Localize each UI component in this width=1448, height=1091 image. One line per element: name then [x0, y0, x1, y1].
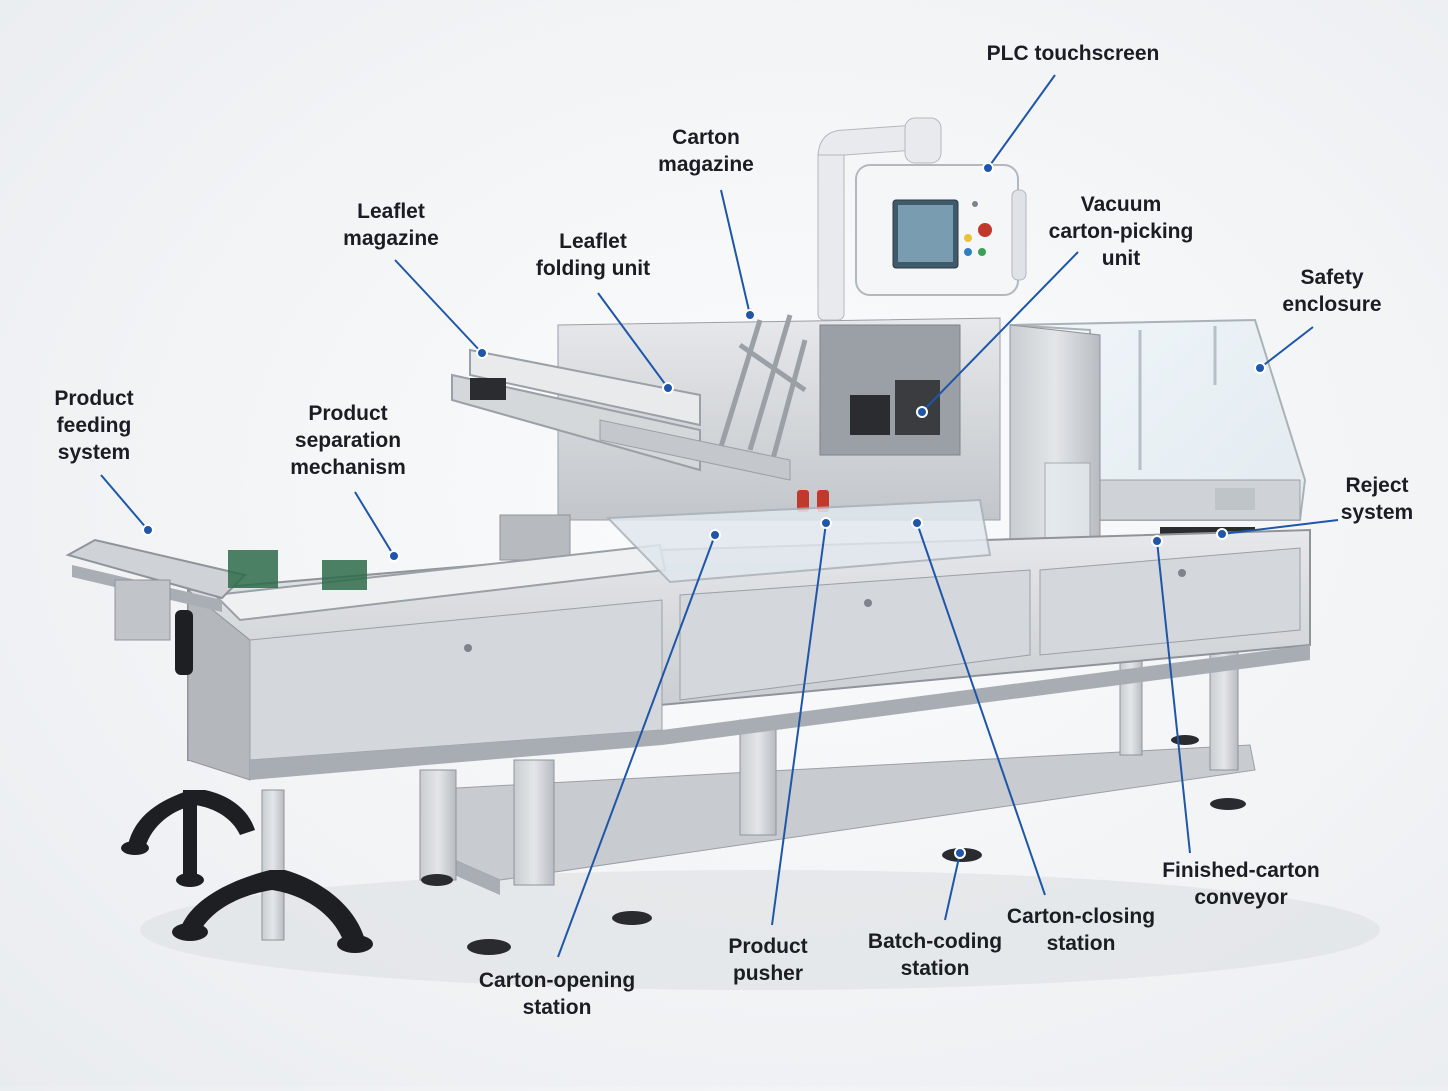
label-safety-enclosure: Safety enclosure	[1262, 264, 1402, 318]
infeed-chain	[212, 498, 992, 622]
label-line: enclosure	[1282, 293, 1382, 316]
label-line: pusher	[732, 962, 803, 985]
leader-carton-magazine	[720, 189, 756, 321]
label-reject-system: Reject system	[1323, 472, 1431, 526]
leader-carton-closing-station	[911, 517, 1046, 896]
leader-safety-enclosure	[1254, 326, 1314, 374]
label-line: conveyor	[1194, 886, 1288, 909]
label-line: Reject	[1345, 474, 1409, 497]
label-line: Carton	[672, 126, 740, 149]
label-line: Safety	[1300, 266, 1364, 289]
leaflet-chute	[451, 348, 791, 481]
leader-product-separation-mechanism	[354, 491, 400, 562]
label-line: Product	[308, 402, 388, 425]
leader-leaflet-magazine	[394, 259, 488, 359]
label-line: station	[522, 996, 592, 1019]
floor-shadow	[140, 870, 1380, 990]
infeed-conveyor	[65, 538, 367, 675]
label-product-separation-mechanism: Product separation mechanism	[273, 400, 423, 481]
label-finished-carton-conveyor: Finished-carton conveyor	[1151, 857, 1331, 911]
label-line: Carton-opening	[478, 969, 636, 992]
label-carton-opening-station: Carton-opening station	[467, 967, 647, 1021]
label-line: magazine	[343, 227, 439, 250]
label-batch-coding-station: Batch-coding station	[860, 928, 1010, 982]
label-line: carton-picking	[1048, 220, 1194, 243]
leveling-feet	[421, 735, 1246, 955]
leader-leaflet-folding-unit	[597, 292, 674, 394]
lower-frame	[261, 649, 1256, 941]
label-leaflet-magazine: Leaflet magazine	[316, 198, 466, 252]
label-line: Vacuum	[1080, 193, 1162, 216]
label-carton-closing-station: Carton-closing station	[996, 903, 1166, 957]
tripod-bases	[121, 790, 373, 953]
leader-finished-carton-conveyor	[1151, 535, 1191, 854]
label-leaflet-folding-unit: Leaflet folding unit	[513, 228, 673, 282]
label-line: magazine	[658, 153, 754, 176]
leader-vacuum-carton-picking-unit	[916, 251, 1079, 418]
leader-batch-coding-station	[944, 847, 966, 921]
label-line: separation	[294, 429, 402, 452]
label-vacuum-carton-picking-unit: Vacuum carton-picking unit	[1036, 191, 1206, 272]
leader-product-feeding-system	[100, 474, 154, 536]
leader-carton-opening-station	[557, 529, 721, 958]
label-line: station	[900, 957, 970, 980]
plc-arm	[817, 117, 942, 321]
label-line: Batch-coding	[867, 930, 1003, 953]
label-line: system	[1340, 501, 1414, 524]
leader-reject-system	[1216, 519, 1339, 540]
label-line: Leaflet	[357, 200, 425, 223]
rear-housing	[499, 317, 1001, 561]
leader-product-pusher	[771, 517, 832, 926]
label-line: Leaflet	[559, 230, 627, 253]
leader-plc-touchscreen	[982, 74, 1056, 174]
label-product-feeding-system: Product feeding system	[34, 385, 154, 466]
label-line: Product	[54, 387, 134, 410]
label-line: system	[57, 441, 131, 464]
label-line: folding unit	[535, 257, 651, 280]
plc-panel	[855, 164, 1027, 296]
label-line: Carton-closing	[1006, 905, 1156, 928]
label-carton-magazine: Carton magazine	[636, 124, 776, 178]
label-line: feeding	[56, 414, 132, 437]
label-line: mechanism	[290, 456, 406, 479]
label-line: PLC touchscreen	[986, 42, 1160, 65]
label-line: Product	[728, 935, 808, 958]
label-plc-touchscreen: PLC touchscreen	[973, 40, 1173, 67]
label-line: unit	[1101, 247, 1141, 270]
label-product-pusher: Product pusher	[708, 933, 828, 987]
carton-magazine-rails	[717, 314, 808, 471]
label-line: station	[1046, 932, 1116, 955]
label-line: Finished-carton	[1162, 859, 1320, 882]
